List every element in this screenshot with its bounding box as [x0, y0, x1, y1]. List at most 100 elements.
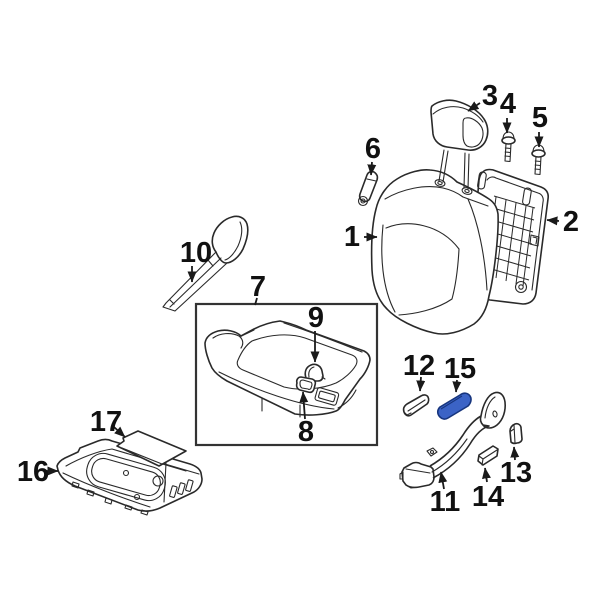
cap-facet: [510, 424, 516, 444]
part-seat-cushion-assembly[interactable]: [194, 302, 379, 447]
panel-slot: [477, 171, 487, 190]
panel-grid: [485, 195, 536, 287]
bracket-outline: [295, 376, 317, 394]
callout-label-17: 17: [90, 406, 122, 438]
selected-part-facet: [440, 395, 463, 410]
track-rim: [62, 448, 187, 508]
track-hole: [122, 469, 130, 477]
headrest-side-facet: [462, 117, 484, 148]
cushion-outline: [204, 320, 371, 416]
headrest-post: [438, 149, 470, 190]
part-spacer[interactable]: [477, 445, 499, 466]
callout-label-5: 5: [532, 102, 548, 134]
shield-foot-detail: [399, 468, 431, 489]
seat-left-seam: [381, 224, 396, 313]
track-slot: [177, 482, 186, 495]
callout-label-8: 8: [298, 416, 314, 448]
cap-outline: [509, 422, 523, 445]
part-side-shield[interactable]: [399, 391, 506, 489]
headrest-grommet: [434, 179, 446, 187]
callout-label-7: 7: [250, 271, 266, 303]
seat-center-panel-seam: [385, 223, 460, 316]
callout-arrow-3: [467, 101, 481, 112]
bracket-inner: [299, 379, 313, 390]
handle-facet: [403, 399, 426, 416]
panel-clip: [529, 234, 540, 247]
bolt-washer: [531, 149, 546, 158]
callout-arrow-17: [113, 426, 126, 438]
shield-arm-seam: [431, 396, 496, 473]
callout-label-13: 13: [500, 457, 532, 489]
track-pan-ring-inner: [91, 457, 161, 497]
callout-label-4: 4: [500, 88, 516, 120]
cushion-front-seam: [218, 371, 357, 418]
part-bolt-5[interactable]: [531, 144, 546, 176]
callout-arrow-14: [482, 467, 491, 483]
bolt-washer: [501, 136, 516, 145]
seat-right-seam: [467, 198, 488, 291]
callout-arrow-12: [416, 376, 426, 392]
trim-head-seam: [224, 221, 243, 261]
callout-label-15: 15: [444, 353, 476, 385]
panel-grommet: [514, 280, 528, 294]
seat-top-seam: [384, 186, 489, 207]
part-track-cover[interactable]: [116, 430, 187, 467]
cover-sheet-fold: [121, 447, 163, 465]
part-seat-back-cushion[interactable]: [370, 169, 499, 335]
callout-label-16: 16: [17, 456, 49, 488]
part-cap[interactable]: [509, 422, 523, 445]
callout-arrow-6: [367, 161, 377, 176]
track-hole: [133, 493, 141, 501]
cushion-bolster-seam: [212, 322, 363, 353]
track-riser: [163, 462, 200, 503]
track-hole: [152, 475, 164, 487]
seat-back-outline: [370, 169, 499, 335]
guide-ring-inner: [360, 198, 366, 204]
part-bolt-4[interactable]: [501, 131, 516, 163]
panel-inner-border: [486, 176, 544, 291]
bolt-shank: [504, 142, 512, 163]
headrest-grommet-inner: [437, 180, 443, 186]
guide-cap-line: [366, 178, 377, 182]
cover-sheet: [116, 430, 187, 467]
callout-arrow-2: [546, 216, 560, 226]
cushion-top-seam: [236, 334, 358, 390]
callout-label-1: 1: [344, 221, 360, 253]
callout-label-6: 6: [365, 133, 381, 165]
headrest-seam: [432, 106, 484, 123]
callout-label-3: 3: [482, 80, 498, 112]
panel-grommet-inner: [518, 284, 524, 290]
callout-arrow-13: [510, 446, 520, 461]
shield-hole: [492, 410, 498, 418]
callout-label-9: 9: [308, 302, 324, 334]
cushion-side-slot-inner: [318, 390, 336, 403]
callout-label-10: 10: [180, 237, 212, 269]
part-headrest-guide[interactable]: [357, 170, 379, 207]
spacer-facet: [478, 449, 498, 466]
callout-arrow-11: [438, 471, 448, 490]
part-handle[interactable]: [402, 394, 430, 417]
cover-seam: [308, 366, 326, 380]
callout-label-12: 12: [403, 350, 435, 382]
shield-arm: [429, 391, 506, 479]
callout-label-14: 14: [472, 481, 504, 513]
headrest-outline: [430, 99, 489, 151]
callout-label-2: 2: [563, 206, 579, 238]
shield-clip-hole: [429, 449, 435, 455]
headrest-grommet-inner: [464, 188, 470, 194]
callout-tick-7: [254, 297, 258, 306]
callout-arrow-15: [452, 379, 462, 393]
bolt-shank: [534, 155, 542, 176]
cushion-side-slot: [314, 387, 340, 406]
callout-arrow-8: [299, 391, 309, 420]
part-headrest[interactable]: [430, 99, 489, 190]
part-anchor-bracket[interactable]: [295, 376, 317, 394]
shield-clip: [426, 447, 438, 457]
guide-ring: [357, 195, 369, 207]
trim-head: [211, 215, 249, 264]
track-slot: [169, 485, 178, 498]
part-selected-trim[interactable]: [436, 392, 472, 420]
track-slot: [185, 479, 194, 492]
